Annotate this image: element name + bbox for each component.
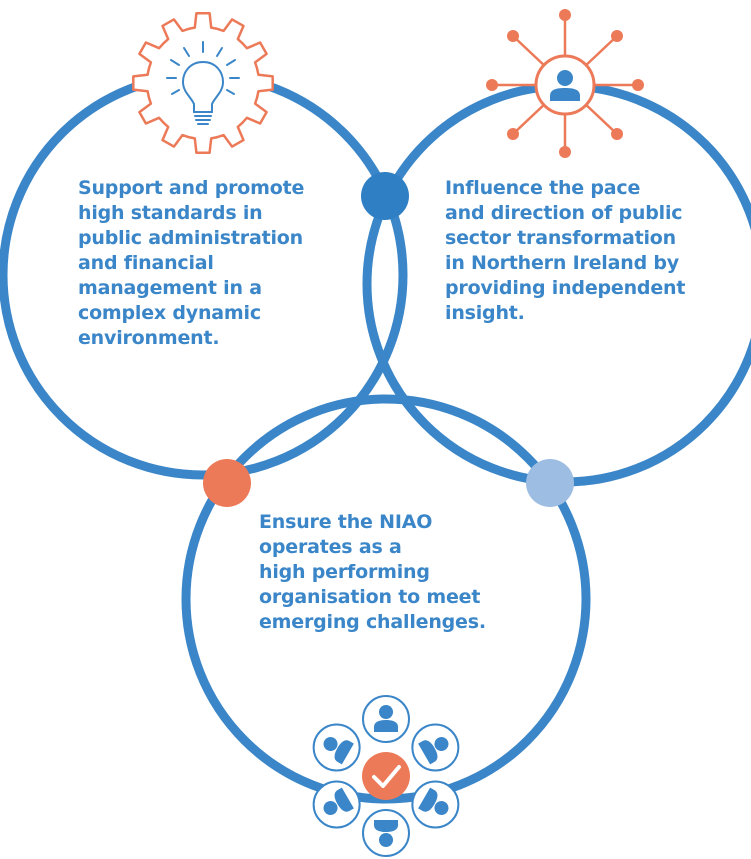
- goal-text-left: Support and promote high standards in pu…: [78, 176, 304, 351]
- goal-left-line: complex dynamic: [78, 302, 261, 324]
- goal-left-line: and financial: [78, 252, 214, 274]
- goal-bottom-line: high performing: [259, 561, 430, 583]
- goal-left-line: environment.: [78, 327, 220, 349]
- goal-text-bottom: Ensure the NIAO operates as a high perfo…: [259, 510, 486, 635]
- goal-left-line: management in a: [78, 277, 262, 299]
- goal-left-line: high standards in: [78, 202, 263, 224]
- team-member-icon: [312, 723, 361, 772]
- goal-left-line: Support and promote: [78, 177, 305, 199]
- goal-right-line: Influence the pace: [445, 177, 641, 199]
- team-member-icon: [411, 780, 460, 829]
- goal-right-line: insight.: [445, 302, 525, 324]
- check-mark-icon: [372, 765, 401, 788]
- intersection-dot-left: [203, 459, 251, 507]
- goal-right-line: in Northern Ireland by: [445, 252, 679, 274]
- goal-right-line: sector transformation: [445, 227, 676, 249]
- team-member-icon: [411, 723, 460, 772]
- lightbulb-gear-icon: [132, 12, 274, 154]
- team-member-icon: [312, 780, 361, 829]
- lightbulb-icon: [166, 41, 240, 125]
- team-member-icon: [362, 695, 410, 743]
- intersection-dot-top: [361, 172, 409, 220]
- person-network-icon: [486, 9, 644, 158]
- goal-text-right: Influence the pace and direction of publ…: [445, 176, 685, 326]
- goal-right-line: and direction of public: [445, 202, 683, 224]
- goal-bottom-line: organisation to meet: [259, 586, 481, 608]
- goal-left-line: public administration: [78, 227, 303, 249]
- check-circle: [362, 752, 410, 800]
- goal-bottom-line: Ensure the NIAO: [259, 511, 433, 533]
- goal-bottom-line: emerging challenges.: [259, 611, 486, 633]
- intersection-dot-right: [526, 459, 574, 507]
- team-member-icon: [362, 809, 410, 857]
- goal-bottom-line: operates as a: [259, 536, 402, 558]
- goal-right-line: providing independent: [445, 277, 686, 299]
- team-check-icon: [312, 695, 460, 857]
